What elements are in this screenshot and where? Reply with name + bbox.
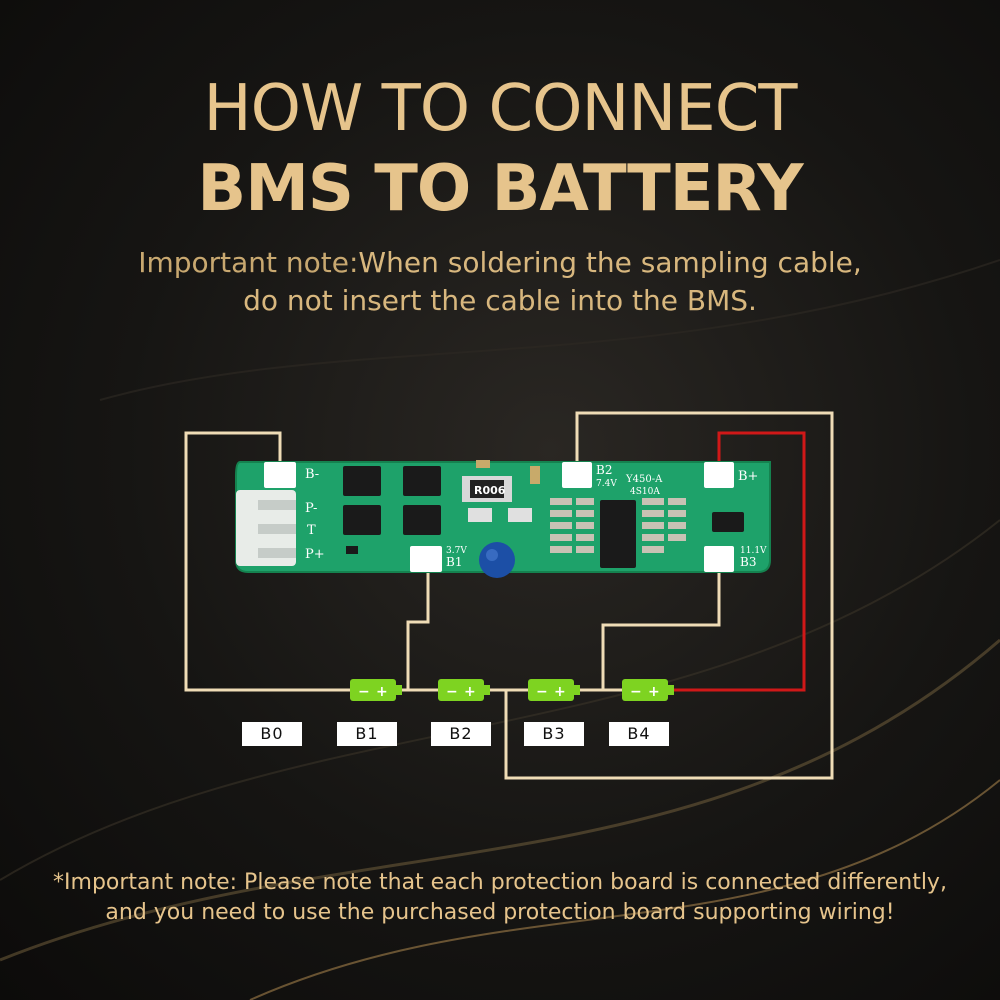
cell-4-minus: − (630, 684, 642, 700)
cell-4-plus: + (648, 684, 660, 700)
wires (184, 411, 834, 780)
note-line2: do not insert the cable into the BMS. (243, 284, 757, 317)
note-label: Important note: (138, 246, 359, 279)
silk-b2-voltage: 7.4V (596, 479, 617, 489)
silk-b1: B1 (446, 555, 462, 569)
bms-board: B- P- T P+ 3.7V B1 B2 7.4V Y450-A 4S10A … (235, 460, 771, 578)
silk-b3: B3 (740, 555, 756, 569)
label-b3: B3 (524, 722, 584, 746)
bottom-note-line1: *Important note: Please note that each p… (53, 870, 947, 895)
label-b4: B4 (609, 722, 669, 746)
wire-b2 (504, 411, 834, 780)
pad-b3 (704, 546, 734, 572)
label-b1: B1 (337, 722, 397, 746)
silk-b1-voltage: 3.7V (446, 546, 467, 556)
battery-cells: − + − + − + − + (350, 679, 674, 701)
wire-b3 (601, 565, 721, 690)
wire-b1 (406, 560, 430, 690)
cell-1-plus: + (376, 684, 388, 700)
cell-4: − + (622, 679, 674, 701)
cell-3-plus: + (554, 684, 566, 700)
silk-b3-voltage: 11.1V (740, 546, 767, 556)
label-b2: B2 (431, 722, 491, 746)
silk-p-minus: P- (305, 501, 317, 516)
title-line2: BMS TO BATTERY (197, 152, 803, 226)
silk-b2: B2 (596, 463, 612, 477)
cell-3-minus: − (536, 684, 548, 700)
wire-b0 (184, 431, 352, 692)
silk-model-sub: 4S10A (630, 487, 660, 497)
bottom-important-note: *Important note: Please note that each p… (0, 868, 1000, 928)
silk-model: Y450-A (625, 474, 663, 485)
pad-b1 (410, 546, 442, 572)
bottom-note-line2: and you need to use the purchased protec… (105, 900, 895, 925)
silk-b-plus: B+ (738, 469, 758, 484)
note-line1: When soldering the sampling cable, (358, 246, 862, 279)
pad-b2 (562, 462, 592, 488)
silk-b-minus: B- (305, 467, 319, 482)
important-note: Important note:When soldering the sampli… (0, 244, 1000, 320)
cell-2: − + (438, 679, 490, 701)
cell-2-plus: + (464, 684, 476, 700)
silk-p-plus: P+ (305, 547, 325, 562)
cell-2-minus: − (446, 684, 458, 700)
wire-b-plus (670, 431, 806, 692)
title-line1: HOW TO CONNECT (203, 72, 798, 146)
cell-1-minus: − (358, 684, 370, 700)
label-b0: B0 (242, 722, 302, 746)
silk-t: T (307, 523, 316, 538)
resistor-marking: R006 (474, 484, 506, 497)
cell-1: − + (350, 679, 402, 701)
pad-b-plus (704, 462, 734, 488)
cell-3: − + (528, 679, 580, 701)
pad-b-minus (264, 462, 296, 488)
